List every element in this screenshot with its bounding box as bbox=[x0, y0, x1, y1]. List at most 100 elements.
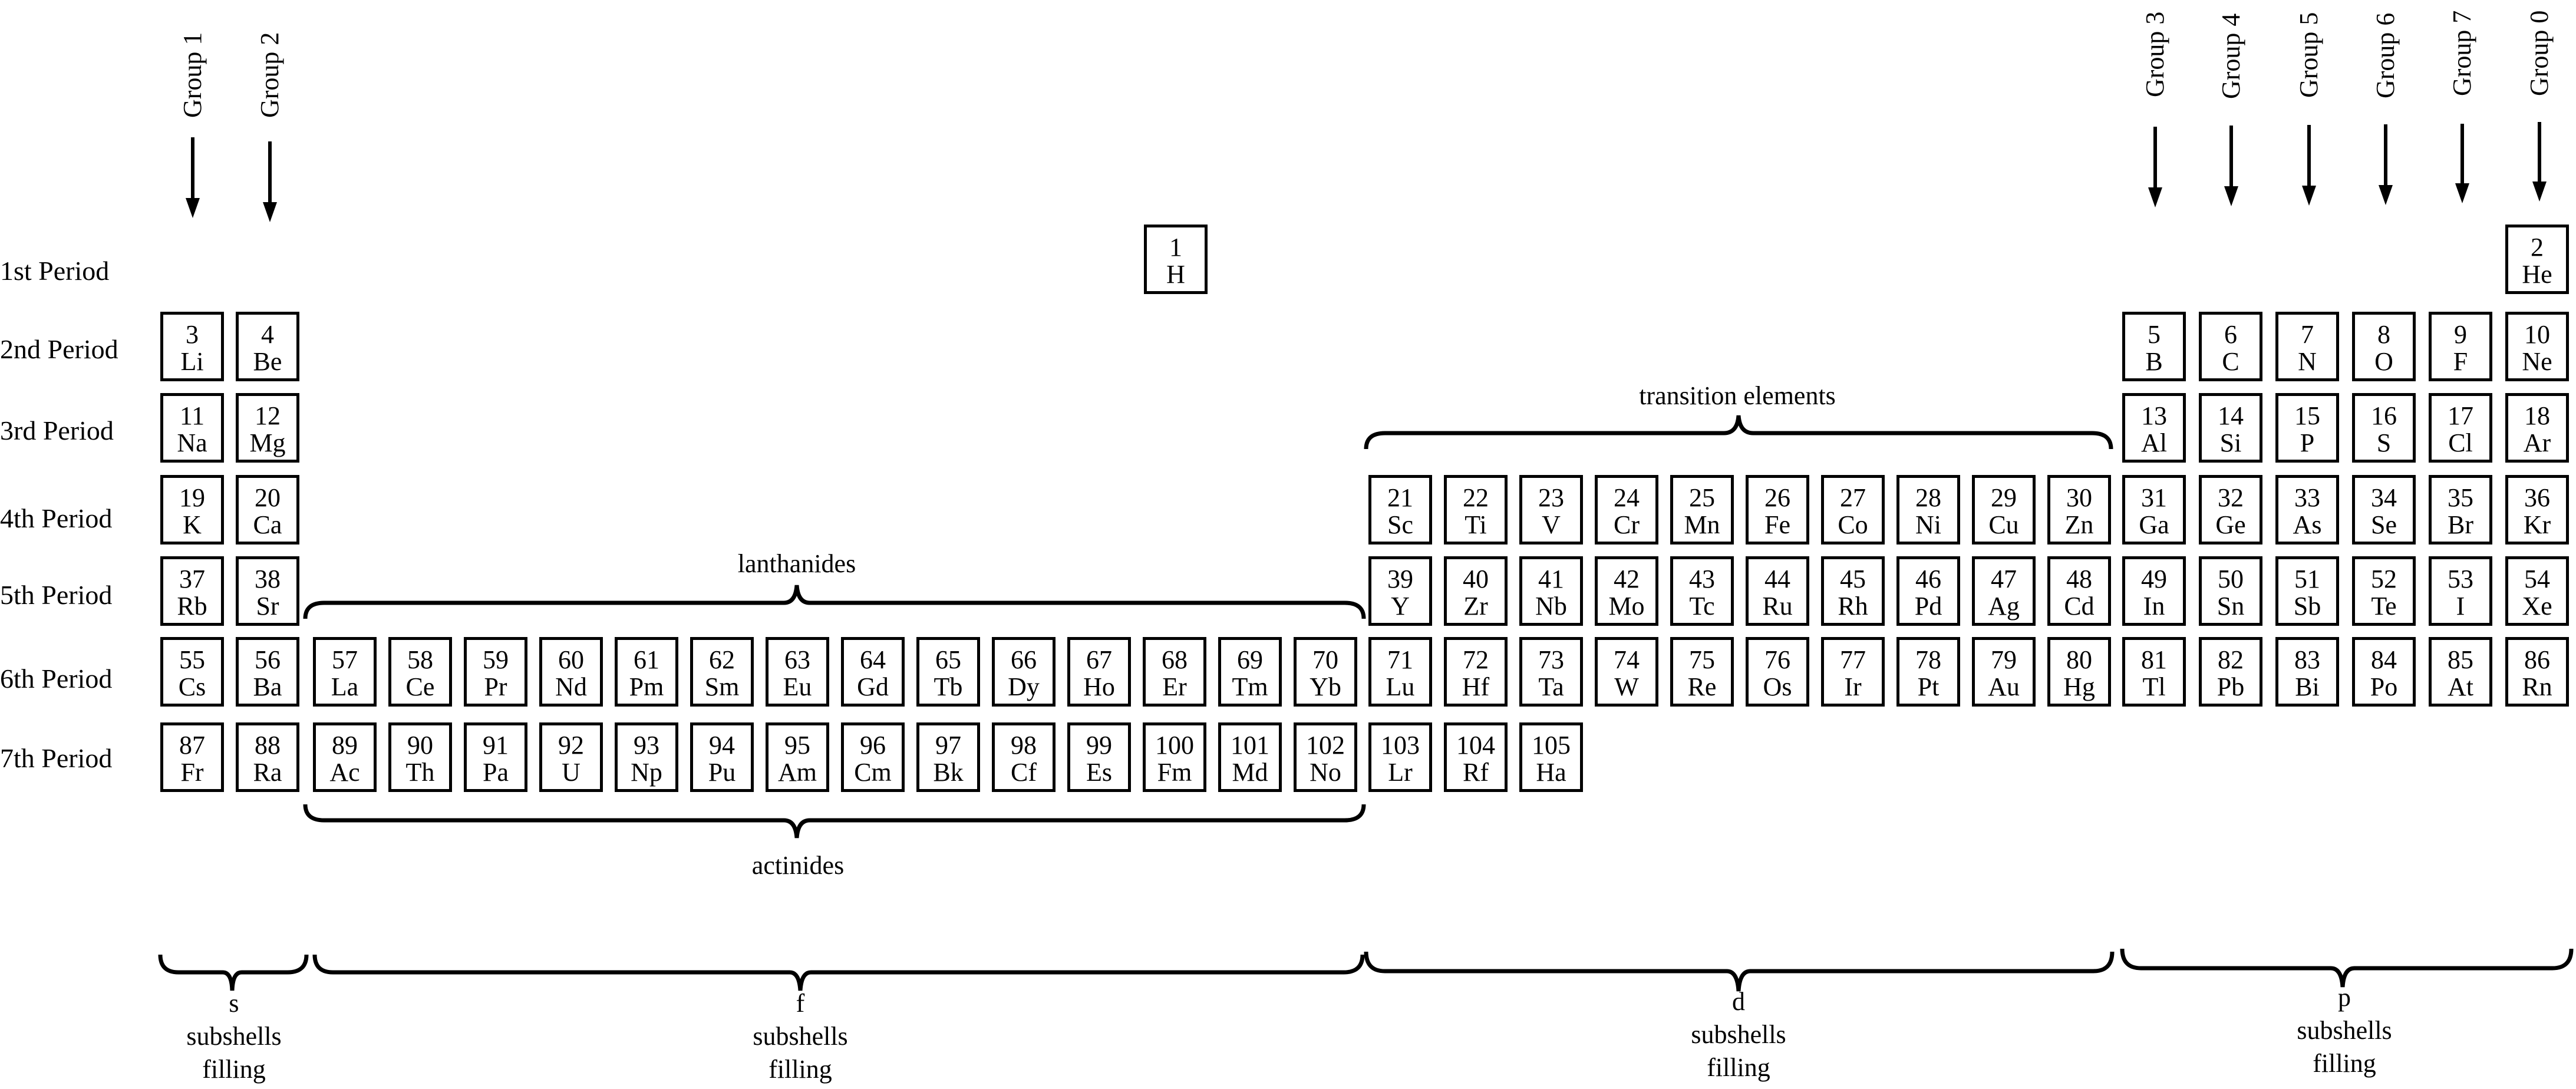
group-5-header: Group 5 bbox=[2291, 0, 2327, 224]
element-symbol: S bbox=[2376, 428, 2392, 457]
transition-elements-label: transition elements bbox=[1639, 381, 1836, 410]
atomic-number: 60 bbox=[558, 645, 584, 674]
atomic-number: 4 bbox=[261, 320, 274, 349]
element-symbol: Ca bbox=[253, 510, 282, 539]
atomic-number: 85 bbox=[2448, 645, 2473, 674]
atomic-number: 90 bbox=[407, 731, 433, 760]
element-symbol: Te bbox=[2371, 592, 2397, 621]
period-label-7: 7th Period bbox=[0, 743, 113, 773]
element-symbol: B bbox=[2145, 347, 2163, 376]
atomic-number: 36 bbox=[2524, 483, 2550, 512]
atomic-number: 68 bbox=[1162, 645, 1188, 674]
atomic-number: 67 bbox=[1086, 645, 1112, 674]
atomic-number: 3 bbox=[186, 320, 199, 349]
atomic-number: 84 bbox=[2371, 645, 2397, 674]
atomic-number: 71 bbox=[1387, 645, 1413, 674]
element-symbol: Fr bbox=[180, 758, 204, 787]
atomic-number: 59 bbox=[483, 645, 509, 674]
lanthanides-brace bbox=[303, 585, 1366, 619]
element-symbol: O bbox=[2374, 347, 2393, 376]
atomic-number: 24 bbox=[1614, 483, 1640, 512]
atomic-number: 40 bbox=[1463, 565, 1489, 593]
atomic-number: 83 bbox=[2294, 645, 2320, 674]
atomic-number: 74 bbox=[1614, 645, 1640, 674]
element-symbol: Np bbox=[631, 758, 662, 787]
atomic-number: 99 bbox=[1086, 731, 1112, 760]
arrow-down-icon bbox=[2302, 125, 2316, 206]
element-symbol: Gd bbox=[857, 672, 889, 701]
element-symbol: Ti bbox=[1465, 510, 1487, 539]
element-symbol: P bbox=[2300, 428, 2315, 457]
element-symbol: W bbox=[1614, 672, 1639, 701]
element-symbol: Rh bbox=[1838, 592, 1868, 621]
atomic-number: 8 bbox=[2377, 320, 2390, 349]
element-symbol: Sn bbox=[2217, 592, 2245, 621]
subshell-word: subshells bbox=[186, 1022, 282, 1051]
arrow-down-icon bbox=[2532, 122, 2547, 202]
atomic-number: 91 bbox=[483, 731, 509, 760]
atomic-number: 41 bbox=[1538, 565, 1564, 593]
atomic-number: 95 bbox=[784, 731, 810, 760]
element-symbol: Se bbox=[2371, 510, 2397, 539]
period-label-5: 5th Period bbox=[0, 580, 113, 610]
element-symbol: Lu bbox=[1386, 672, 1415, 701]
atomic-number: 47 bbox=[1991, 565, 2017, 593]
element-symbol: Be bbox=[253, 347, 282, 376]
atomic-number: 101 bbox=[1231, 731, 1269, 760]
subshell-word: subshells bbox=[2297, 1016, 2392, 1045]
element-symbol: Mo bbox=[1608, 592, 1645, 621]
element-symbol: Ru bbox=[1762, 592, 1793, 621]
element-symbol: Sr bbox=[256, 592, 279, 621]
element-symbol: Ce bbox=[405, 672, 435, 701]
filling-word: filling bbox=[202, 1055, 266, 1084]
element-symbol: La bbox=[331, 672, 359, 701]
s-subshell-caption: s subshells filling bbox=[186, 987, 281, 1086]
atomic-number: 16 bbox=[2371, 401, 2397, 430]
atomic-number: 17 bbox=[2448, 401, 2473, 430]
element-symbol: Ge bbox=[2215, 510, 2246, 539]
transition-brace bbox=[1364, 415, 2113, 450]
atomic-number: 55 bbox=[179, 645, 205, 674]
atomic-number: 46 bbox=[1915, 565, 1941, 593]
element-symbol: Cf bbox=[1011, 758, 1037, 787]
atomic-number: 70 bbox=[1312, 645, 1338, 674]
atomic-number: 18 bbox=[2524, 401, 2550, 430]
atomic-number: 61 bbox=[634, 645, 659, 674]
atomic-number: 33 bbox=[2294, 483, 2320, 512]
atomic-number: 26 bbox=[1764, 483, 1790, 512]
atomic-number: 64 bbox=[860, 645, 886, 674]
element-symbol: No bbox=[1310, 758, 1341, 787]
element-symbol: Sb bbox=[2293, 592, 2321, 621]
element-symbol: Pt bbox=[1917, 672, 1940, 701]
atomic-number: 50 bbox=[2218, 565, 2244, 593]
element-symbol: Nd bbox=[555, 672, 587, 701]
atomic-number: 6 bbox=[2224, 320, 2237, 349]
element-symbol: Dy bbox=[1008, 672, 1040, 701]
atomic-number: 48 bbox=[2066, 565, 2092, 593]
element-symbol: Ba bbox=[253, 672, 282, 701]
element-symbol: At bbox=[2448, 672, 2473, 701]
